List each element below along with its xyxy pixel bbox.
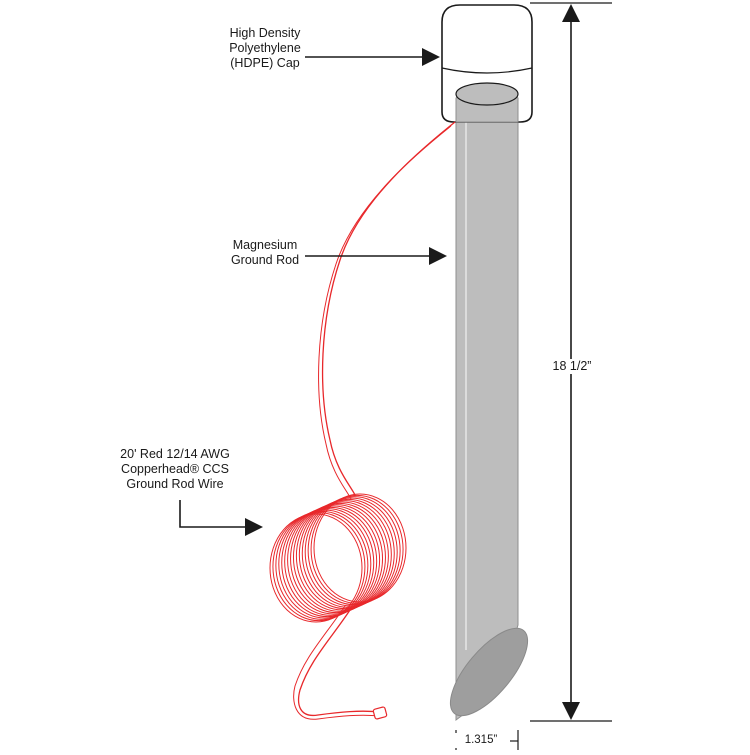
wire-coil — [269, 493, 407, 623]
cap-rim-line — [441, 67, 533, 74]
wire-end-stub — [372, 706, 388, 720]
label-ground-rod-wire: 20' Red 12/14 AWG Copperhead® CCS Ground… — [100, 447, 250, 492]
label-ground-rod: Magnesium Ground Rod — [205, 238, 325, 268]
wire-coil-loop — [298, 500, 392, 610]
wire-coil-loop — [304, 497, 398, 607]
height-dimension-label: 18 1/2” — [538, 359, 606, 374]
wire-coil-loop — [281, 508, 375, 618]
wire-coil-loop — [313, 493, 407, 603]
rod-top-ellipse — [455, 82, 519, 106]
wire-arrow — [179, 500, 263, 536]
label-wire-line-3: Ground Rod Wire — [126, 477, 224, 491]
width-dimension-label: 1.315” — [452, 733, 510, 748]
label-ground-rod-line-2: Ground Rod — [230, 253, 300, 267]
rod-arrow — [305, 247, 447, 265]
wire-coil-loop — [292, 502, 386, 612]
ground-rod-wire-lead-2 — [318, 125, 452, 500]
ground-rod-wire-lead — [321, 121, 456, 496]
wire-coil-loop — [269, 513, 363, 623]
label-hdpe-cap-line-1: High Density — [229, 26, 301, 40]
wire-coil-loop — [290, 504, 384, 614]
wire-coil-loop — [301, 498, 395, 608]
rod-beveled-tip — [449, 627, 529, 717]
wire-coil-loop — [275, 510, 369, 620]
wire-coil-loop — [287, 505, 381, 615]
label-wire-line-2: Copperhead® CCS — [121, 462, 229, 476]
ground-rod-wire-tail-2 — [293, 605, 381, 720]
label-hdpe-cap-line-3: (HDPE) Cap — [230, 56, 300, 70]
wire-coil-loop — [284, 506, 378, 616]
wire-coil-loop — [295, 501, 389, 611]
label-ground-rod-line-1: Magnesium — [232, 238, 298, 252]
ground-rod-wire-tail — [297, 609, 381, 717]
cap-arrow — [305, 48, 440, 66]
wire-coil-loop — [272, 512, 366, 622]
label-hdpe-cap-line-2: Polyethylene — [229, 41, 301, 55]
label-hdpe-cap: High Density Polyethylene (HDPE) Cap — [205, 26, 325, 71]
wire-coil-loop — [307, 496, 401, 606]
wire-coil-loop — [310, 494, 404, 604]
wire-coil-loop — [278, 509, 372, 619]
label-wire-line-1: 20' Red 12/14 AWG — [120, 447, 230, 461]
